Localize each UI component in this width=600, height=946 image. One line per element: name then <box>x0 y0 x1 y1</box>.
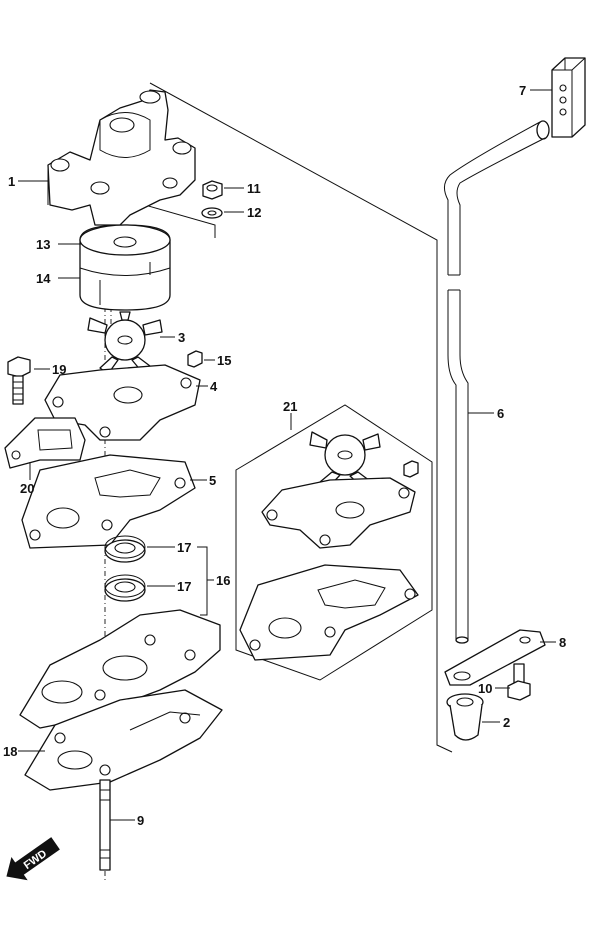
callout-6: 6 <box>497 406 504 421</box>
callout-17-lower: 17 <box>177 579 191 594</box>
callout-10: 10 <box>478 681 492 696</box>
callout-17-upper: 17 <box>177 540 191 555</box>
callout-7: 7 <box>519 83 526 98</box>
callout-21: 21 <box>283 399 297 414</box>
callout-8: 8 <box>559 635 566 650</box>
callout-2: 2 <box>503 715 510 730</box>
callout-5: 5 <box>209 473 216 488</box>
callout-15: 15 <box>217 353 231 368</box>
callout-4: 4 <box>210 379 218 394</box>
callout-19: 19 <box>52 362 66 377</box>
repair-kit-box <box>235 404 433 681</box>
callout-labels: 1 11 12 13 14 3 15 19 4 20 5 17 17 16 18… <box>3 83 566 828</box>
kit-plate <box>261 477 416 549</box>
tube-bracket <box>444 629 546 686</box>
callout-3: 3 <box>178 330 185 345</box>
callout-14: 14 <box>36 271 51 286</box>
callout-9: 9 <box>137 813 144 828</box>
grommet <box>551 57 586 138</box>
leader-lines <box>18 89 556 821</box>
pump-case <box>47 89 196 226</box>
bolt <box>7 356 31 405</box>
bracket-bolt <box>507 663 531 701</box>
pump-liner <box>79 224 171 311</box>
callout-12: 12 <box>247 205 261 220</box>
stud-bolt <box>99 779 111 871</box>
callout-20: 20 <box>20 481 34 496</box>
callout-18: 18 <box>3 744 17 759</box>
pump-plate <box>44 364 201 441</box>
oil-seal-upper <box>104 535 146 563</box>
nut <box>202 180 223 200</box>
washer <box>201 207 223 219</box>
tube-seal <box>446 693 484 741</box>
oil-seal-lower <box>104 574 146 602</box>
callout-16: 16 <box>216 573 230 588</box>
fwd-arrow-icon: FWD <box>6 837 60 881</box>
kit-key <box>403 460 419 478</box>
callout-13: 13 <box>36 237 50 252</box>
impeller-key <box>187 350 203 368</box>
plate-gasket-small <box>4 417 86 469</box>
callout-1: 1 <box>8 174 15 189</box>
water-tube <box>444 120 550 644</box>
kit-gasket <box>239 564 419 661</box>
pump-gasket <box>21 454 196 549</box>
impeller <box>87 311 163 375</box>
lower-gasket <box>24 689 223 791</box>
callout-11: 11 <box>247 181 261 196</box>
